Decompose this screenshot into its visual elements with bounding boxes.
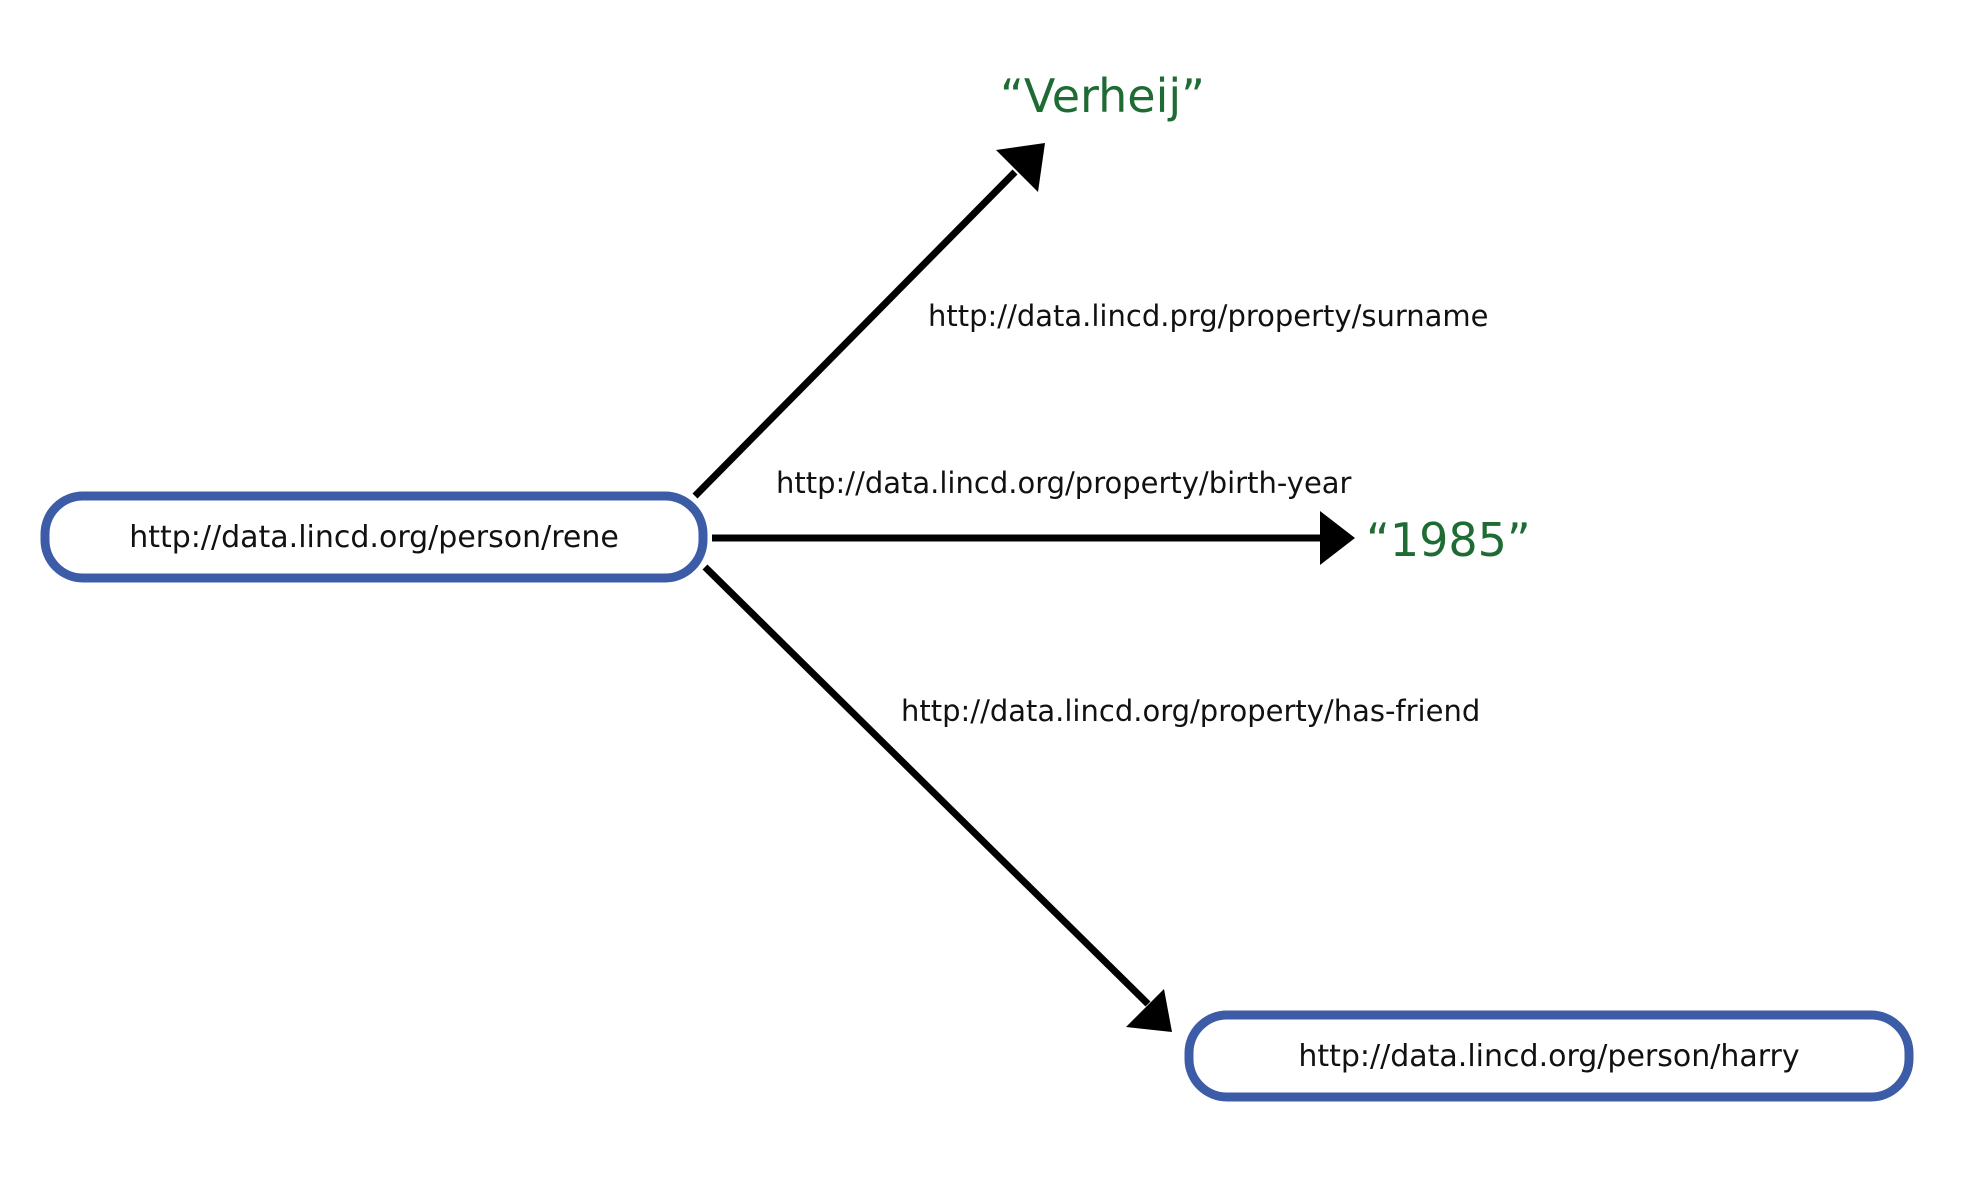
- edge-surname: [692, 143, 1045, 499]
- node-harry-label: http://data.lincd.org/person/harry: [1298, 1039, 1799, 1074]
- edge-has-friend: [702, 564, 1172, 1032]
- node-harry: http://data.lincd.org/person/harry: [1184, 1010, 1914, 1102]
- edge-surname-arrowhead: [996, 143, 1045, 192]
- edge-birth-year: [712, 511, 1355, 565]
- edge-birth-year-arrowhead: [1320, 511, 1355, 565]
- node-rene-box: [40, 491, 708, 583]
- node-rene: http://data.lincd.org/person/rene: [40, 491, 708, 583]
- edge-has-friend-arrowhead: [1126, 989, 1172, 1032]
- literal-surname: “Verheij”: [1000, 69, 1205, 123]
- node-rene-label: http://data.lincd.org/person/rene: [129, 520, 619, 555]
- node-harry-box: [1184, 1010, 1914, 1102]
- edge-has-friend-label: http://data.lincd.org/property/has-frien…: [901, 694, 1480, 728]
- edge-has-friend-line: [702, 564, 1151, 1007]
- edge-surname-label: http://data.lincd.prg/property/surname: [928, 299, 1489, 333]
- literal-birth-year: “1985”: [1366, 513, 1531, 567]
- edge-surname-line: [692, 169, 1018, 499]
- edge-birth-year-label: http://data.lincd.org/property/birth-yea…: [776, 466, 1352, 500]
